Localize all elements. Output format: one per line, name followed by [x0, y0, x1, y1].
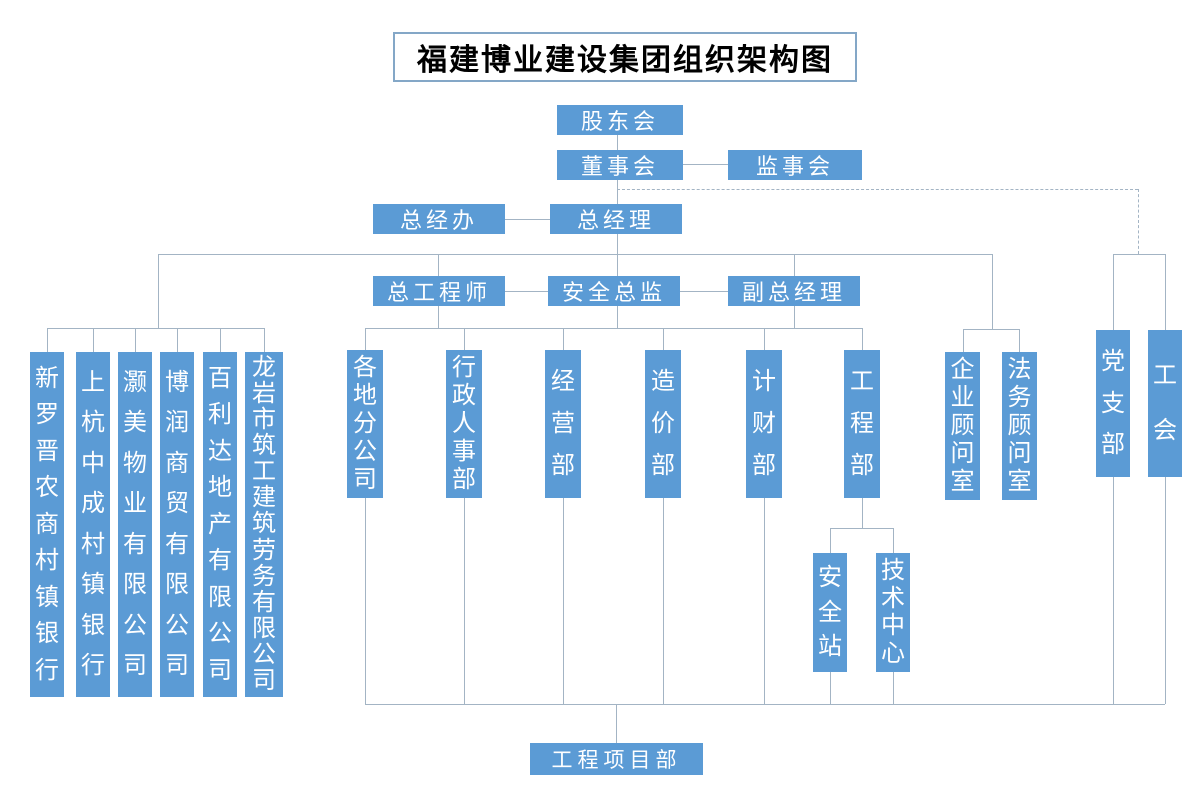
org-node-branch-companies: 各地分公司 [347, 350, 383, 498]
org-node-shareholders-meeting: 股东会 [557, 105, 683, 135]
org-node-subsidiary-property: 灏美物业有限公司 [118, 352, 152, 697]
connector-line [617, 180, 618, 204]
org-node-project-dept: 工程项目部 [530, 743, 703, 775]
connector-line-dashed [617, 189, 1138, 190]
connector-line [616, 704, 617, 743]
org-node-chief-engineer: 总工程师 [373, 276, 505, 306]
org-node-operations-dept: 经营部 [545, 350, 581, 498]
connector-line [365, 328, 366, 350]
org-node-engineering-dept: 工程部 [844, 350, 880, 498]
connector-line [680, 291, 728, 292]
org-node-board-of-directors: 董事会 [557, 150, 683, 180]
connector-line [563, 498, 564, 704]
connector-line [893, 528, 894, 553]
org-node-hr-admin-dept: 行政人事部 [446, 350, 482, 498]
connector-line [862, 328, 863, 350]
org-node-tech-center: 技术中心 [876, 553, 910, 672]
connector-line [663, 498, 664, 704]
connector-line [1113, 254, 1165, 255]
org-node-legal-advisory-office: 法务顾问室 [1002, 352, 1037, 500]
org-node-subsidiary-realestate: 百利达地产有限公司 [203, 352, 237, 697]
connector-line [992, 254, 993, 329]
connector-line [617, 135, 618, 150]
connector-line [365, 498, 366, 704]
connector-line [1165, 254, 1166, 330]
connector-line [683, 164, 728, 165]
org-node-subsidiary-trading: 博润商贸有限公司 [160, 352, 194, 697]
org-node-finance-dept: 计财部 [746, 350, 782, 498]
connector-line [1019, 329, 1020, 352]
connector-line [220, 328, 221, 352]
connector-line-dashed [1138, 189, 1139, 254]
org-node-subsidiary-labor: 龙岩市筑工建筑劳务有限公司 [245, 352, 283, 697]
org-node-party-branch: 党支部 [1096, 330, 1130, 477]
connector-line [963, 329, 1019, 330]
connector-line [893, 672, 894, 704]
chart-title: 福建博业建设集团组织架构图 [393, 32, 857, 82]
connector-line [365, 704, 1165, 705]
connector-line [158, 254, 159, 328]
connector-line [963, 329, 964, 352]
org-node-deputy-gm: 副总经理 [728, 276, 860, 306]
org-node-subsidiary-bank-2: 上杭中成村镇银行 [76, 352, 110, 697]
connector-line [438, 254, 439, 276]
connector-line [617, 306, 618, 328]
connector-line [464, 328, 465, 350]
org-node-cost-dept: 造价部 [645, 350, 681, 498]
org-node-safety-station: 安全站 [813, 553, 847, 672]
org-node-subsidiary-bank-1: 新罗晋农商村镇银行 [30, 352, 64, 697]
org-node-supervisory-board: 监事会 [728, 150, 862, 180]
connector-line [47, 328, 264, 329]
connector-line [563, 328, 564, 350]
connector-line [764, 498, 765, 704]
connector-line [505, 219, 550, 220]
connector-line [264, 328, 265, 352]
connector-line [830, 672, 831, 704]
org-node-general-manager: 总经理 [550, 204, 682, 234]
connector-line [794, 254, 795, 276]
connector-line [830, 528, 831, 553]
connector-line [1113, 477, 1114, 704]
org-node-gm-office: 总经办 [373, 204, 505, 234]
connector-line [1165, 477, 1166, 704]
connector-line [617, 234, 618, 276]
org-node-labor-union: 工会 [1148, 330, 1182, 477]
connector-line [135, 328, 136, 352]
connector-line [438, 306, 439, 328]
connector-line [177, 328, 178, 352]
org-node-corporate-advisory-office: 企业顾问室 [945, 352, 980, 500]
connector-line [158, 254, 992, 255]
connector-line [830, 528, 893, 529]
connector-line [794, 306, 795, 328]
org-node-safety-director: 安全总监 [548, 276, 680, 306]
connector-line [93, 328, 94, 352]
connector-line [663, 328, 664, 350]
connector-line [1113, 254, 1114, 330]
connector-line [365, 328, 862, 329]
connector-line [764, 328, 765, 350]
connector-line [47, 328, 48, 352]
connector-line [862, 498, 863, 528]
connector-line [505, 291, 548, 292]
connector-line [464, 498, 465, 704]
